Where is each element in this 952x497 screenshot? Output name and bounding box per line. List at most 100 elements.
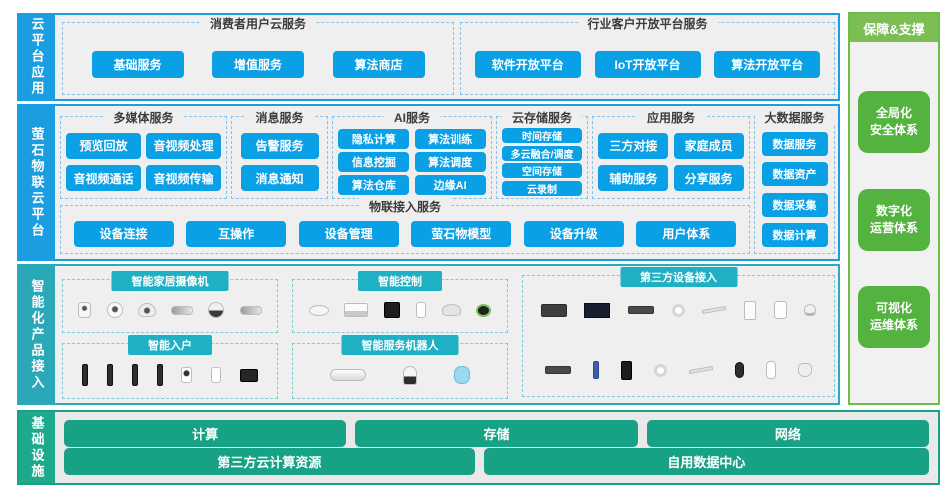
- group-message-services: 消息服务 告警服务 消息通知: [231, 109, 328, 199]
- support-item-line: 可视化: [875, 300, 912, 315]
- service-robot-icon: [403, 365, 417, 385]
- service-button: 辅助服务: [598, 165, 669, 192]
- base-station-icon: [344, 303, 369, 317]
- support-item-line: 运维体系: [869, 317, 918, 332]
- peephole-screen-icon: [240, 368, 259, 382]
- infrastructure-row: 计算 存储 网络: [64, 419, 929, 447]
- support-item-line: 运营体系: [869, 220, 918, 235]
- air-purifier-icon: [766, 361, 776, 379]
- service-button: 算法仓库: [338, 175, 410, 195]
- infrastructure-box: 第三方云计算资源: [64, 448, 475, 476]
- service-button: 设备连接: [73, 220, 174, 247]
- infrastructure-box: 计算: [64, 419, 347, 447]
- service-button: 数据资产: [761, 162, 828, 187]
- category-service-robots: 智能服务机器人: [292, 335, 508, 399]
- service-button: 云录制: [502, 180, 582, 196]
- support-item-security: 全局化 安全体系: [858, 91, 930, 154]
- iot-cloud-content: 多媒体服务 预览回放 音视频处理 音视频通话 音视频传输 消息服务 告警服务 消…: [55, 106, 838, 259]
- service-button: 边缘AI: [414, 175, 486, 195]
- service-button: 算法开放平台: [714, 51, 821, 78]
- service-button: 三方对接: [598, 132, 669, 159]
- category-tab: 第三方设备接入: [620, 267, 737, 287]
- support-item-maintenance: 可视化 运维体系: [858, 285, 930, 348]
- button-grid: 时间存储 多云融合/调度 空间存储 云录制: [497, 117, 587, 198]
- section-infrastructure: 基础设施 计算 存储 网络 第三方云计算资源 自用数据中心: [17, 410, 940, 485]
- smart-speaker-small-icon: [798, 363, 812, 377]
- service-button: 数据服务: [761, 132, 828, 157]
- section-cloud-platform-apps: 云平台应用 消费者用户云服务 基础服务 增值服务 算法商店 行业客户开放平台服务…: [17, 13, 840, 101]
- service-button: 空间存储: [502, 163, 582, 179]
- service-button: 消息通知: [240, 165, 319, 192]
- cube-camera-icon: [78, 302, 92, 318]
- service-button: IoT开放平台: [594, 51, 701, 78]
- group-title: 多媒体服务: [103, 109, 184, 126]
- robot-toy-bear-icon: [454, 366, 470, 384]
- service-button: 设备管理: [298, 220, 399, 247]
- display-screen-icon: [584, 302, 611, 318]
- smart-gateway-icon: [308, 304, 329, 316]
- service-button: 家庭成员: [673, 132, 744, 159]
- group-industry-open-platform: 行业客户开放平台服务 软件开放平台 IoT开放平台 算法开放平台: [460, 15, 835, 95]
- service-button: 设备升级: [523, 220, 624, 247]
- service-button: 数据计算: [761, 222, 828, 247]
- category-tab: 智能控制: [358, 271, 442, 291]
- group-title: 大数据服务: [754, 109, 835, 126]
- service-button: 音视频处理: [146, 132, 221, 159]
- group-title: 消息服务: [245, 109, 314, 126]
- section-label-iot-cloud: 萤石物联云平台: [19, 106, 55, 259]
- pan-tilt-camera-icon: [106, 302, 123, 318]
- button-grid: 隐私计算 算法训练 信息挖掘 算法调度 算法仓库 边缘AI: [333, 117, 491, 198]
- category-smart-entry: 智能入户: [62, 335, 278, 399]
- category-smart-control: 智能控制: [292, 271, 508, 333]
- robot-vacuum-icon: [330, 369, 366, 381]
- group-iot-access-services: 物联接入服务 设备连接 互操作 设备管理 萤石物模型 设备升级 用户体系: [60, 198, 750, 254]
- service-button: 增值服务: [212, 51, 304, 78]
- service-button: 时间存储: [502, 128, 582, 144]
- infrastructure-box: 网络: [646, 419, 929, 447]
- group-title: 云存储服务: [501, 109, 583, 126]
- server-unit-icon: [545, 366, 571, 374]
- group-title: 行业客户开放平台服务: [577, 15, 718, 32]
- service-button: 算法商店: [332, 51, 425, 78]
- service-button: 算法训练: [414, 129, 486, 149]
- group-consumer-cloud-services: 消费者用户云服务 基础服务 增值服务 算法商店: [62, 15, 454, 95]
- support-item-line: 全局化: [875, 106, 912, 121]
- category-tab: 智能服务机器人: [341, 335, 459, 355]
- door-sensor-icon: [211, 367, 222, 383]
- water-purifier-icon: [773, 301, 787, 319]
- infrastructure-row: 第三方云计算资源 自用数据中心: [64, 448, 929, 476]
- category-third-party-devices: 第三方设备接入: [522, 267, 835, 397]
- infrastructure-box: 自用数据中心: [483, 448, 929, 476]
- service-button: 隐私计算: [338, 129, 410, 149]
- button-row: 软件开放平台 IoT开放平台 算法开放平台: [461, 23, 834, 94]
- group-title: 应用服务: [636, 109, 706, 126]
- group-ai-services: AI服务 隐私计算 算法训练 信息挖掘 算法调度 算法仓库 边缘AI: [332, 109, 492, 199]
- nvr-icon: [540, 303, 567, 317]
- service-button: 预览回放: [66, 132, 141, 159]
- service-button: 信息挖掘: [338, 152, 410, 172]
- door-lock-icon: [106, 364, 113, 386]
- group-title: 消费者用户云服务: [199, 15, 317, 32]
- group-big-data-services: 大数据服务 数据服务 数据资产 数据采集 数据计算: [754, 109, 835, 254]
- button-grid: 设备连接 互操作 设备管理 萤石物模型 设备升级 用户体系: [61, 206, 749, 253]
- service-button: 音视频通话: [66, 165, 141, 192]
- device-row: [523, 276, 834, 336]
- motion-sensor-icon: [415, 302, 426, 318]
- smart-speaker-icon: [476, 303, 492, 317]
- category-tab: 智能入户: [128, 335, 212, 355]
- group-title: 物联接入服务: [358, 198, 452, 215]
- face-terminal-icon: [621, 360, 632, 380]
- service-button: 软件开放平台: [474, 51, 581, 78]
- service-button: 多云融合/调度: [502, 145, 582, 161]
- button-grid: 告警服务 消息通知: [232, 117, 327, 198]
- button-row: 基础服务 增值服务 算法商店: [63, 23, 453, 94]
- products-content: 智能家居摄像机 智能控制: [55, 266, 838, 403]
- cloud-app-content: 消费者用户云服务 基础服务 增值服务 算法商店 行业客户开放平台服务 软件开放平…: [55, 15, 838, 99]
- bullet-camera-icon: [171, 305, 194, 315]
- battery-ball-camera-icon: [208, 302, 225, 318]
- device-row: [63, 344, 277, 398]
- video-doorbell-icon: [181, 367, 193, 383]
- group-multimedia-services: 多媒体服务 预览回放 音视频处理 音视频通话 音视频传输: [60, 109, 227, 199]
- smoke-sensor-icon: [654, 363, 667, 377]
